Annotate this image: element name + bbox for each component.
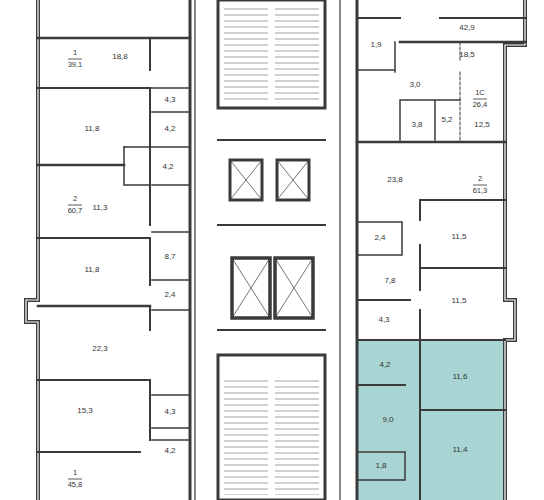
apartment-badge: 39,1 [68,61,83,69]
room-area: 11,5 [452,233,467,241]
room-area: 11,3 [93,204,108,212]
room-area: 11,6 [453,373,468,381]
apartment-badge: 2 [73,195,77,203]
apartment-badge: 2 [478,175,482,183]
room-area: 4,2 [164,447,175,455]
room-area: 2,4 [374,234,385,242]
room-area: 3,8 [411,121,422,129]
room-area: 4,3 [164,96,175,104]
room-area: 4,2 [164,125,175,133]
room-area: 11,5 [452,297,467,305]
room-area: 4,2 [162,163,173,171]
room-area: 11,8 [85,266,100,274]
room-area: 11,8 [85,125,100,133]
stair-treads [224,8,319,495]
apartment-badge: 1 [73,49,77,57]
apartment-badge: 1 [73,469,77,477]
highlighted-apartment [357,340,505,500]
apartment-badge: 45,8 [68,481,83,489]
room-area: 22,3 [92,345,108,353]
room-area: 8,7 [164,253,175,261]
walls [26,0,525,500]
apartment-badge: 1С [475,89,485,97]
room-area: 11,4 [453,446,468,454]
apartment-badge: 26,4 [473,101,488,109]
room-area: 42,9 [459,24,475,32]
room-area: 4,3 [378,316,389,324]
room-area: 4,2 [379,361,390,369]
room-area: 18,5 [459,51,475,59]
room-area: 23,8 [387,176,403,184]
room-area: 5,2 [441,116,452,124]
room-area: 1,9 [370,41,381,49]
room-area: 9,0 [382,416,393,424]
room-area: 1,8 [375,462,386,470]
room-area: 4,3 [164,408,175,416]
room-area: 3,0 [409,81,420,89]
room-area: 2,4 [164,291,175,299]
room-area: 12,5 [474,121,490,129]
room-area: 18,8 [112,53,128,61]
badge-dividers [68,59,487,479]
room-area: 7,8 [384,277,395,285]
room-area: 15,3 [77,407,93,415]
apartment-badge: 60,7 [68,207,83,215]
apartment-badge: 61,3 [473,187,488,195]
